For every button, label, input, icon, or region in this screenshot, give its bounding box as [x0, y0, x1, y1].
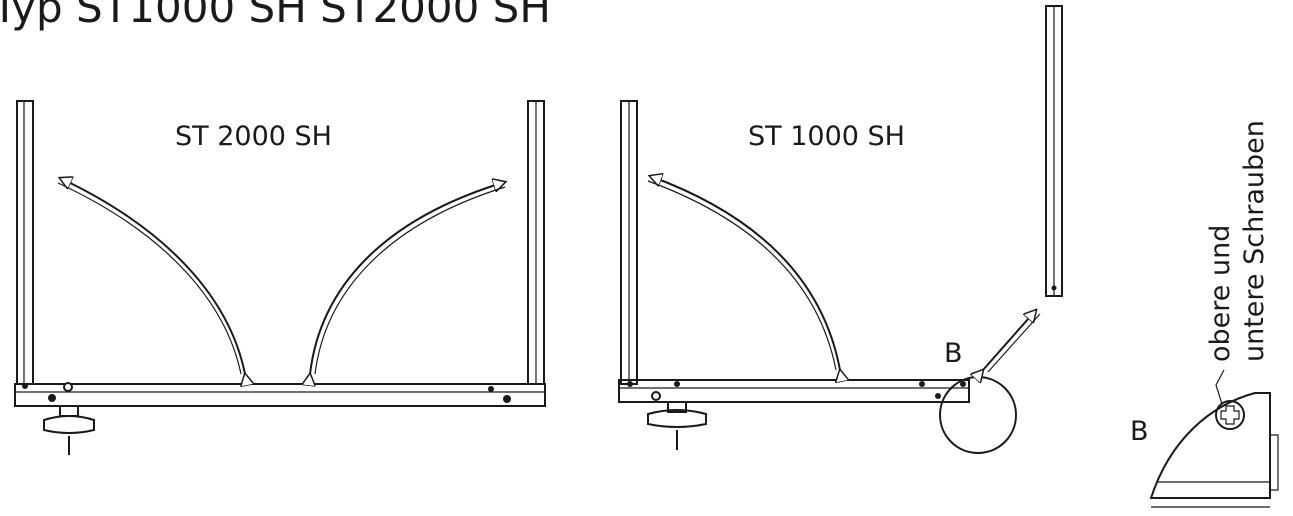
detail-outline	[1149, 392, 1271, 499]
screw-head	[651, 391, 661, 401]
header-title: Typ ST1000 SH ST2000 SH	[0, 0, 551, 32]
note-line-1: obere und	[1205, 225, 1236, 362]
mount-arrow	[983, 310, 1036, 370]
st1000-label: ST 1000 SH	[748, 121, 905, 152]
screw-dot	[488, 386, 494, 392]
swing-arrow-left	[60, 178, 245, 374]
detail-view-b: B obere und untere Schrauben	[1130, 120, 1279, 508]
detail-circle-b	[939, 376, 1017, 454]
st1000-assembly: ST 1000 SH B	[618, 5, 1063, 454]
st2000-assembly: ST 2000 SH	[14, 100, 546, 455]
detail-view-marker: B	[1130, 416, 1149, 447]
screw-dot	[919, 381, 925, 387]
note-line-2: untere Schrauben	[1239, 120, 1270, 362]
st2000-label: ST 2000 SH	[175, 121, 332, 152]
screw-dot	[1051, 285, 1057, 291]
screw-head	[63, 382, 73, 392]
screw-icon	[1215, 400, 1245, 430]
swing-arrow-right	[310, 182, 505, 374]
detail-marker-b: B	[944, 338, 963, 369]
screw-dot	[674, 381, 680, 387]
base-rail	[14, 383, 546, 407]
screw-dot	[935, 393, 941, 399]
table-clamp	[647, 401, 707, 450]
base-rail	[618, 379, 970, 403]
screw-dot	[48, 394, 56, 402]
swing-arrow	[650, 176, 840, 370]
screw-dot	[960, 381, 966, 387]
leader-line	[1215, 369, 1225, 405]
table-clamp	[43, 405, 95, 455]
screw-dot	[627, 381, 633, 387]
screw-dot	[22, 383, 28, 389]
screw-dot	[503, 395, 511, 403]
left-upright-post	[16, 100, 34, 385]
